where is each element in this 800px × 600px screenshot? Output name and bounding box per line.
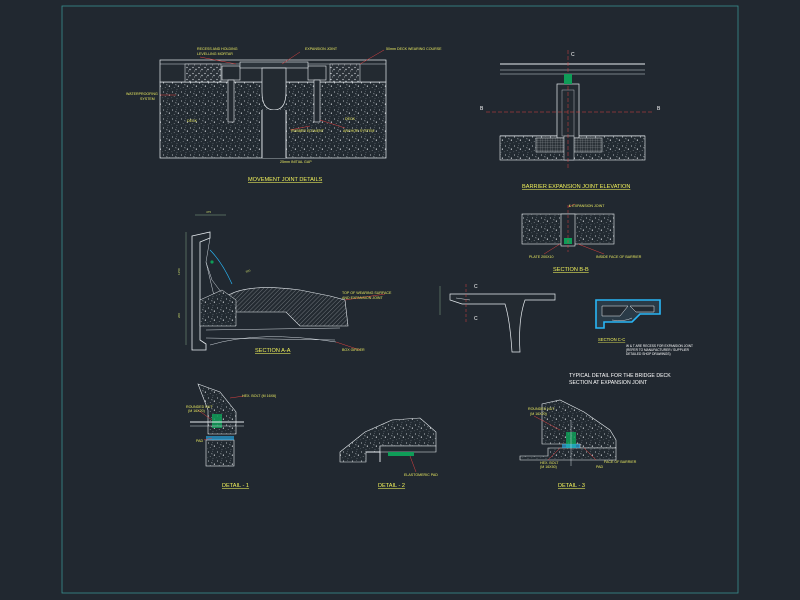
sbb-label-plate: PLATE 200X10 <box>529 255 554 259</box>
section-cc-detail <box>595 299 661 329</box>
d1-label-rounded-nut: ROUNDED NUT <box>186 405 213 409</box>
section-bb-detail <box>521 203 615 255</box>
saa-dim-3: 200 <box>177 313 181 318</box>
mj-title: MOVEMENT JOINT DETAILS <box>248 177 323 183</box>
td-mark-c-top: C <box>474 284 478 290</box>
scc-note-2: (REFER TO MANUFACTURER / SUPPLIER <box>626 348 690 352</box>
mj-label-wearing-course: 50mm DECK WEARING COURSE <box>386 47 442 51</box>
detail-2 <box>339 417 437 473</box>
d3-label-rounded-nut: ROUNDED NUT <box>528 407 555 411</box>
mj-label-anchor: ANCHOR SYSTEM <box>343 129 374 133</box>
td-title-2: SECTION AT EXPANSION JOINT <box>569 380 648 386</box>
mj-label-rubber: RUBBER ELEMENT <box>291 129 325 133</box>
scc-note-1: W & T ARE RECESS FOR EXPANSION JOINT <box>626 344 693 348</box>
d3-label-pad: PAD <box>596 465 604 469</box>
sbb-label-cl: ℄ EXPANSION JOINT <box>568 204 605 208</box>
section-aa-detail <box>185 214 386 351</box>
d3-title: DETAIL - 3 <box>558 483 585 489</box>
saa-label-box-girder: BOX GIRDER <box>342 348 365 352</box>
barrier-elevation-detail <box>486 50 652 170</box>
mj-label-waterproofing: WATERPROOFING <box>126 92 158 96</box>
be-title: BARRIER EXPANSION JOINT ELEVATION <box>522 184 630 190</box>
be-mark-b-left: B <box>480 106 484 112</box>
mj-label-recess: RECESS AND HOLDING <box>197 47 238 51</box>
d2-title: DETAIL - 2 <box>378 483 405 489</box>
typical-deck-detail <box>439 284 556 353</box>
be-mark-b-right: B <box>657 106 661 112</box>
scc-note-3: DETAILED SHOP DRAWINGS) <box>626 352 671 356</box>
mj-label-deck-right: DECK <box>345 117 356 121</box>
saa-label-top-2: AND EXPANSION JOINT <box>342 296 383 300</box>
d3-label-face-barrier: FACE OF BARRIER <box>604 460 637 464</box>
td-mark-c-bottom: C <box>474 316 478 322</box>
td-title-1: TYPICAL DETAIL FOR THE BRIDGE DECK <box>569 373 671 379</box>
scc-title: SECTION C-C <box>598 337 625 342</box>
detail-1 <box>190 383 245 467</box>
d1-title: DETAIL - 1 <box>222 483 249 489</box>
d3-label-nut-size: (M 16X20) <box>530 412 547 416</box>
d1-label-nut-size: (M 16X20) <box>188 409 205 413</box>
mj-label-expansion-joint: EXPANSION JOINT <box>305 47 338 51</box>
movement-joint-detail <box>159 49 387 159</box>
saa-dim-2: 1250 <box>177 268 181 275</box>
d1-label-pad: PAD <box>196 439 204 443</box>
saa-dim-1: 475 <box>206 210 211 214</box>
d3-label-bolt-size: (M 16X50) <box>540 465 557 469</box>
d3-label-hex-bolt: HEX. BOLT <box>540 461 559 465</box>
saa-dim-4: 300 <box>245 268 251 274</box>
mj-label-gap: 25mm INITIAL GAP <box>280 160 312 164</box>
be-mark-c-top: C <box>571 52 575 58</box>
detail-3 <box>519 399 617 466</box>
saa-label-top-1: TOP OF WEARING SURFACE <box>342 291 392 295</box>
d1-label-hex-bolt: HEX. BOLT (M 16X6) <box>242 394 276 398</box>
mj-label-levelling: LEVELLING MORTAR <box>197 52 233 56</box>
saa-title: SECTION A-A <box>255 348 291 354</box>
sbb-label-face: INSIDE FACE OF BARRIER <box>596 255 642 259</box>
sbb-title: SECTION B-B <box>553 267 589 273</box>
mj-label-system: SYSTEM <box>140 97 155 101</box>
sheet-border <box>61 5 739 594</box>
mj-label-deck-left: DECK <box>187 119 198 123</box>
d2-label-pad: ELASTOMERIC PAD <box>404 473 438 477</box>
